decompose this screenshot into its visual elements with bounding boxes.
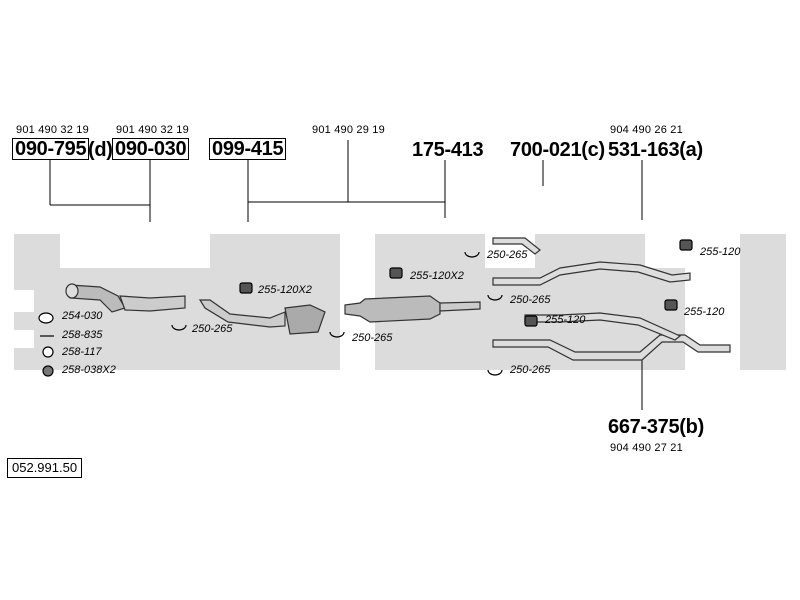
ref-number: 904 490 26 21 xyxy=(610,124,683,136)
hardware-label: 258-835 xyxy=(62,329,103,341)
part-number: 090-030 xyxy=(112,138,190,160)
hardware-label: 258-117 xyxy=(62,346,102,358)
ref-number: 901 490 32 19 xyxy=(16,124,89,136)
catalytic-converter xyxy=(198,299,326,335)
part-suffix: (d) xyxy=(88,139,113,161)
ref-number: 904 490 27 21 xyxy=(610,442,683,454)
clamp-label: 250-265 xyxy=(510,294,551,306)
clamp-label: 250-265 xyxy=(192,323,233,335)
background-bands xyxy=(14,234,786,370)
ref-number: 901 490 29 19 xyxy=(312,124,385,136)
clamp-label: 250-265 xyxy=(487,249,528,261)
part-number: 099-415 xyxy=(209,138,287,160)
part-number: 175-413 xyxy=(412,139,484,161)
hardware-label: 258-038X2 xyxy=(62,364,116,376)
part-number: 090-795 xyxy=(12,138,90,160)
rear-pipe-lower xyxy=(492,312,731,361)
hanger-label: 255-120 xyxy=(684,306,725,318)
hardware-icons xyxy=(38,239,693,377)
middle-silencer xyxy=(344,295,481,323)
hanger-label: 255-120X2 xyxy=(258,284,312,296)
leader-lines xyxy=(49,140,643,410)
rear-pipe-upper xyxy=(492,237,691,286)
ref-number: 901 490 32 19 xyxy=(116,124,189,136)
part-number: 531-163(a) xyxy=(608,139,703,161)
hanger-label: 255-120 xyxy=(700,246,741,258)
hanger-label: 255-120 xyxy=(545,314,586,326)
hanger-label: 255-120X2 xyxy=(410,270,464,282)
front-pipe xyxy=(65,283,186,313)
part-number: 667-375(b) xyxy=(608,416,704,438)
part-number: 700-021(c) xyxy=(510,139,605,161)
clamp-label: 250-265 xyxy=(510,364,551,376)
clamp-label: 250-265 xyxy=(352,332,393,344)
hardware-label: 254-030 xyxy=(62,310,103,322)
diagram-code: 052.991.50 xyxy=(7,458,83,478)
